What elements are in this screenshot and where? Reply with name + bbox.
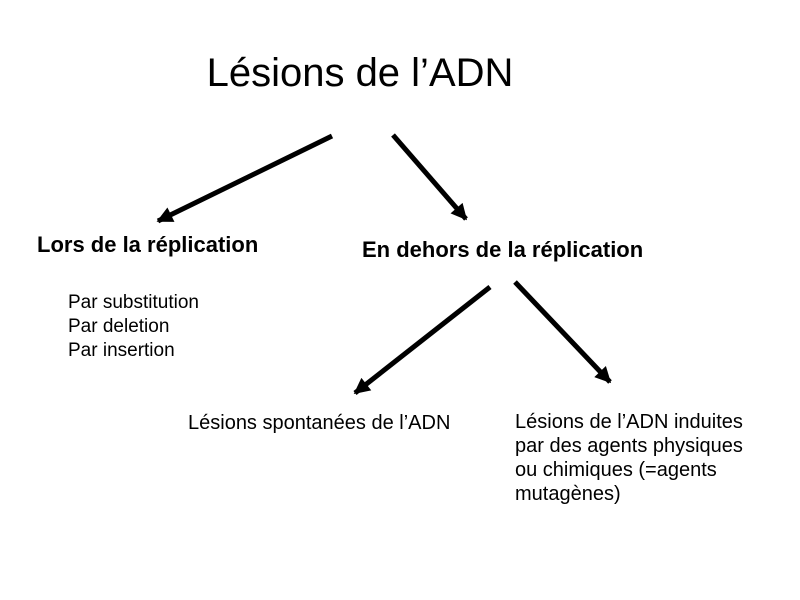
node-during-replication: Lors de la réplication [37, 232, 259, 257]
slide-title: Lésions de l’ADN [206, 51, 514, 95]
node-induced-lesions: Lésions de l’ADN induites par des agents… [515, 410, 765, 506]
list-item-insertion: Par insertion [68, 340, 175, 361]
induced-line-1: Lésions de l’ADN induites [515, 411, 743, 433]
arrow-title-to-during-replication [156, 133, 334, 224]
induced-line-4: mutagènes) [515, 483, 621, 505]
induced-line-2: par des agents physiques [515, 435, 743, 457]
induced-line-3: ou chimiques (=agents [515, 459, 717, 481]
list-item-substitution: Par substitution [68, 292, 199, 313]
node-spontaneous-lesions: Lésions spontanées de l’ADN [188, 412, 451, 434]
arrow-outside-to-spontaneous [353, 285, 492, 395]
node-outside-replication: En dehors de la réplication [362, 237, 644, 262]
list-item-deletion: Par deletion [68, 316, 170, 337]
arrow-outside-to-induced [513, 280, 612, 384]
during-replication-items: Par substitution Par deletion Par insert… [68, 291, 199, 363]
arrow-title-to-outside-replication [391, 133, 468, 221]
